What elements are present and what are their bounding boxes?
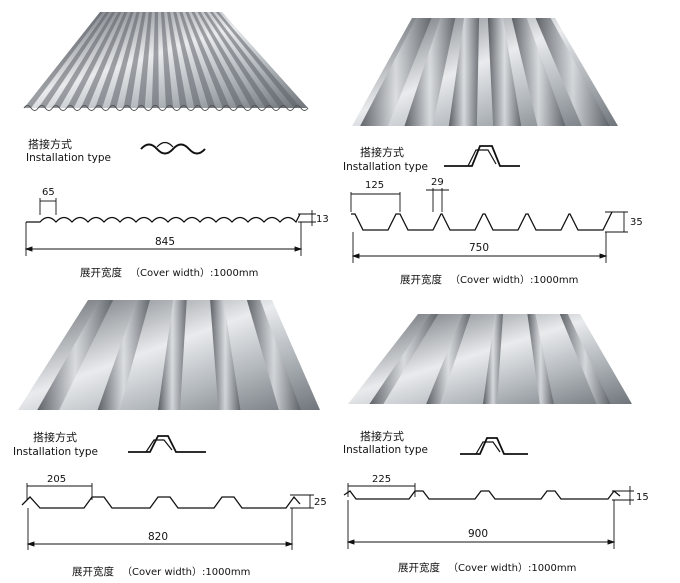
rib	[97, 300, 150, 410]
dim-rib-top-value: 29	[431, 177, 444, 188]
cover-width-en: （Cover width）:1000mm	[450, 274, 578, 286]
cover-width-en: （Cover width）:1000mm	[130, 267, 258, 279]
rib	[37, 300, 114, 410]
dimension-height	[605, 211, 628, 233]
dim-rib-pitch-value: 125	[365, 180, 384, 191]
panel-deep-trapezoid: 搭接方式 Installation type 125 29 35 750 展开宽…	[343, 18, 643, 286]
corrugation-stripe	[24, 12, 104, 108]
install-type-trapezoid-icon	[444, 145, 520, 167]
dim-length-value: 750	[469, 242, 489, 254]
corrugation-stripe	[137, 12, 152, 108]
install-type-trapezoid-icon-overlap	[475, 441, 501, 455]
dim-height-value: 35	[630, 217, 643, 228]
rib	[483, 314, 503, 404]
rib	[360, 18, 432, 126]
install-type-trapezoid-icon-overlap	[467, 149, 497, 167]
corrugation-stripe	[52, 12, 116, 108]
cover-width-cn: 展开宽度	[400, 273, 442, 286]
cover-width-en: （Cover width）:1000mm	[122, 566, 250, 578]
dimension-rib-pitch	[26, 483, 93, 500]
corrugation-stripe	[197, 12, 259, 108]
dimension-length	[351, 232, 608, 263]
corrugation-stripe	[95, 12, 134, 108]
rib	[369, 314, 439, 404]
corrugation-stripe	[161, 12, 174, 108]
dimension-rib-pitch	[350, 188, 449, 212]
cover-width-en: （Cover width）:1000mm	[448, 562, 576, 574]
rib	[158, 300, 187, 410]
corrugation-stripe	[215, 12, 301, 108]
rib	[535, 18, 610, 126]
dimension-rib-pitch	[347, 483, 416, 497]
dim-length-value: 820	[148, 531, 168, 543]
cover-width-cn: 展开宽度	[72, 565, 114, 578]
wide-rib-stripes	[37, 300, 301, 410]
install-type-wave-icon	[140, 143, 206, 155]
corrugation-stripe	[191, 12, 245, 108]
dim-rib-pitch-value: 205	[47, 474, 66, 485]
dim-length-value: 845	[155, 236, 175, 248]
deep-rib-stripes	[360, 18, 610, 126]
corrugation-stripe	[151, 12, 159, 108]
corrugation-stripe	[179, 12, 216, 108]
install-label-en: Installation type	[13, 446, 98, 458]
install-label-cn: 搭接方式	[360, 145, 404, 159]
install-type-wave-icon-overlap	[156, 141, 174, 148]
rib	[527, 314, 554, 404]
rib	[246, 300, 301, 410]
rib	[487, 18, 522, 126]
dimension-height	[290, 494, 314, 509]
corrugation-stripe	[203, 12, 273, 108]
corrugation-stripe	[185, 12, 230, 108]
install-label-en: Installation type	[343, 444, 428, 456]
rib	[511, 18, 566, 126]
wide-trapezoid-profile-drawing	[21, 495, 301, 509]
rib	[210, 300, 241, 410]
rib	[404, 18, 456, 126]
rib	[448, 18, 480, 126]
cover-width-cn: 展开宽度	[80, 266, 122, 279]
dim-height-value: 13	[316, 214, 329, 225]
rib	[559, 314, 611, 404]
dim-pitch-value: 65	[42, 187, 55, 198]
cover-width-cn: 展开宽度	[398, 561, 440, 574]
corrugation-stripe	[109, 12, 140, 108]
dim-length-value: 900	[468, 528, 488, 540]
install-label-en: Installation type	[26, 152, 111, 164]
wave-edge	[23, 105, 309, 111]
install-label-cn: 搭接方式	[28, 137, 72, 151]
dimension-pitch	[39, 198, 57, 215]
panel-low-trapezoid: 搭接方式 Installation type 225 15 900 展开宽度 （…	[343, 314, 649, 574]
dim-height-value: 25	[314, 497, 327, 508]
panel-wide-trapezoid: 搭接方式 Installation type 205 25 820 展开宽度 （…	[13, 300, 327, 578]
install-label-cn: 搭接方式	[360, 429, 404, 443]
dim-height-value: 15	[636, 492, 649, 503]
corrugation-stripe	[209, 12, 287, 108]
rib	[426, 314, 471, 404]
install-label-cn: 搭接方式	[33, 430, 77, 444]
corrugation-stripe	[123, 12, 146, 108]
trapezoid-profile-drawing	[351, 211, 613, 231]
corrugation-stripe	[80, 12, 128, 108]
install-type-trapezoid-icon	[460, 437, 528, 455]
dimension-length	[346, 500, 616, 549]
dim-rib-pitch-value: 225	[372, 474, 391, 485]
corrugation-stripe	[38, 12, 110, 108]
corrugation-stripe	[167, 12, 188, 108]
install-type-trapezoid-icon-overlap	[145, 439, 173, 453]
panel-corrugated: 搭接方式 Installation type 65 13 845 展开宽度 （C…	[23, 12, 329, 279]
low-rib-stripes	[369, 314, 611, 404]
low-trapezoid-profile-drawing	[343, 490, 621, 500]
corrugation-stripe	[173, 12, 202, 108]
corrugation-stripes	[23, 12, 309, 111]
dimension-length	[26, 508, 294, 550]
corrugation-stripe	[66, 12, 122, 108]
dimension-length	[24, 222, 303, 256]
wave-profile-drawing	[26, 213, 301, 224]
dimension-height	[612, 486, 634, 505]
install-label-en: Installation type	[343, 161, 428, 173]
